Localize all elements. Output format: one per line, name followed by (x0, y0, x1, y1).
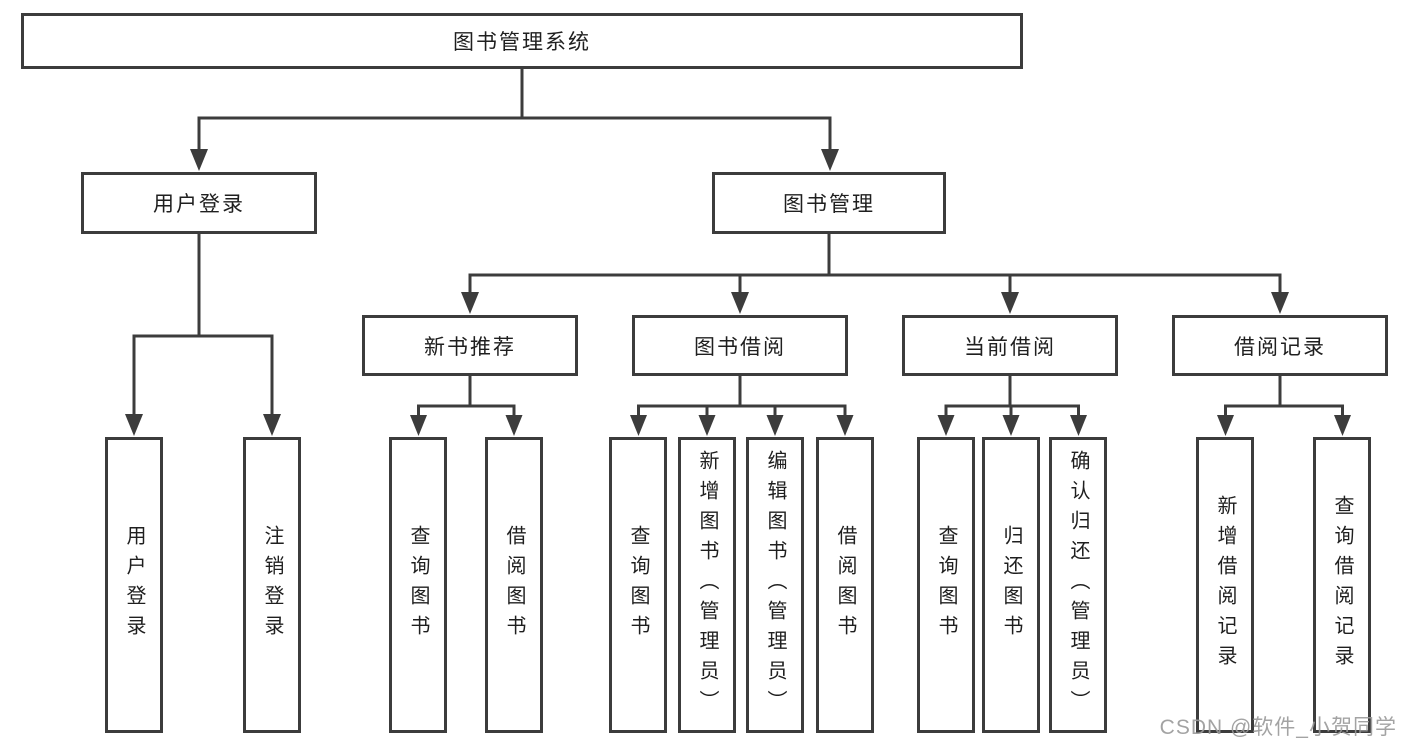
node-label: 借阅图书 (834, 525, 856, 645)
arrowhead (1271, 292, 1289, 314)
arrowhead (410, 415, 427, 436)
node-label: 新增图书（管理员） (696, 450, 718, 720)
arrowhead (461, 292, 479, 314)
node-label: 图书管理系统 (453, 31, 591, 54)
node-leaf-confirm-return-admin: 确认归还（管理员） (1049, 437, 1107, 733)
arrowhead (731, 292, 749, 314)
node-leaf-edit-books-admin: 编辑图书（管理员） (746, 437, 804, 733)
arrowhead (125, 414, 143, 436)
node-label: 查询图书 (935, 525, 957, 645)
node-label: 图书管理 (783, 193, 875, 216)
node-book-borrowing: 图书借阅 (632, 315, 848, 376)
node-label: 用户登录 (153, 193, 245, 216)
node-label: 查询图书 (407, 525, 429, 645)
arrowhead (505, 415, 523, 436)
arrowhead (766, 415, 784, 436)
arrowhead (1001, 292, 1019, 314)
arrowhead (630, 415, 647, 436)
arrowhead (1002, 415, 1020, 436)
node-library-management-system: 图书管理系统 (21, 13, 1023, 69)
node-label: 编辑图书（管理员） (764, 450, 786, 720)
node-leaf-query-books-2: 查询图书 (609, 437, 667, 733)
node-leaf-borrow-books-2: 借阅图书 (816, 437, 874, 733)
node-leaf-return-books: 归还图书 (982, 437, 1040, 733)
arrowhead (836, 415, 854, 436)
arrowhead (937, 415, 955, 436)
node-label: 注销登录 (261, 525, 283, 645)
arrowhead (1217, 415, 1234, 436)
node-label: 查询借阅记录 (1331, 495, 1353, 675)
arrowhead (1334, 415, 1351, 436)
node-label: 查询图书 (627, 525, 649, 645)
node-label: 新增借阅记录 (1214, 495, 1236, 675)
node-leaf-query-borrow-record: 查询借阅记录 (1313, 437, 1371, 733)
node-leaf-add-books-admin: 新增图书（管理员） (678, 437, 736, 733)
node-label: 借阅记录 (1234, 335, 1326, 359)
node-leaf-logout: 注销登录 (243, 437, 301, 733)
connector-lines (132, 69, 1344, 421)
arrowhead (263, 414, 281, 436)
node-borrowing-records: 借阅记录 (1172, 315, 1388, 376)
node-label: 借阅图书 (503, 525, 525, 645)
node-label: 确认归还（管理员） (1067, 450, 1089, 720)
node-user-login: 用户登录 (81, 172, 317, 234)
arrowhead (821, 149, 839, 171)
node-leaf-query-books-3: 查询图书 (917, 437, 975, 733)
node-label: 当前借阅 (964, 335, 1056, 359)
arrowhead (1070, 415, 1087, 436)
node-leaf-query-books-1: 查询图书 (389, 437, 447, 733)
node-leaf-add-borrow-record: 新增借阅记录 (1196, 437, 1254, 733)
node-leaf-user-login: 用户登录 (105, 437, 163, 733)
node-book-management: 图书管理 (712, 172, 946, 234)
arrowhead (190, 149, 208, 171)
node-current-borrowing: 当前借阅 (902, 315, 1118, 376)
csdn-watermark: CSDN @软件_小贺同学 (1159, 716, 1397, 739)
node-label: 图书借阅 (694, 335, 786, 359)
node-leaf-borrow-books-1: 借阅图书 (485, 437, 543, 733)
arrowhead (698, 415, 716, 436)
node-label: 用户登录 (123, 525, 145, 645)
node-label: 新书推荐 (424, 335, 516, 359)
node-label: 归还图书 (1000, 525, 1022, 645)
node-new-book-recommendation: 新书推荐 (362, 315, 578, 376)
arrowheads (125, 149, 1351, 436)
